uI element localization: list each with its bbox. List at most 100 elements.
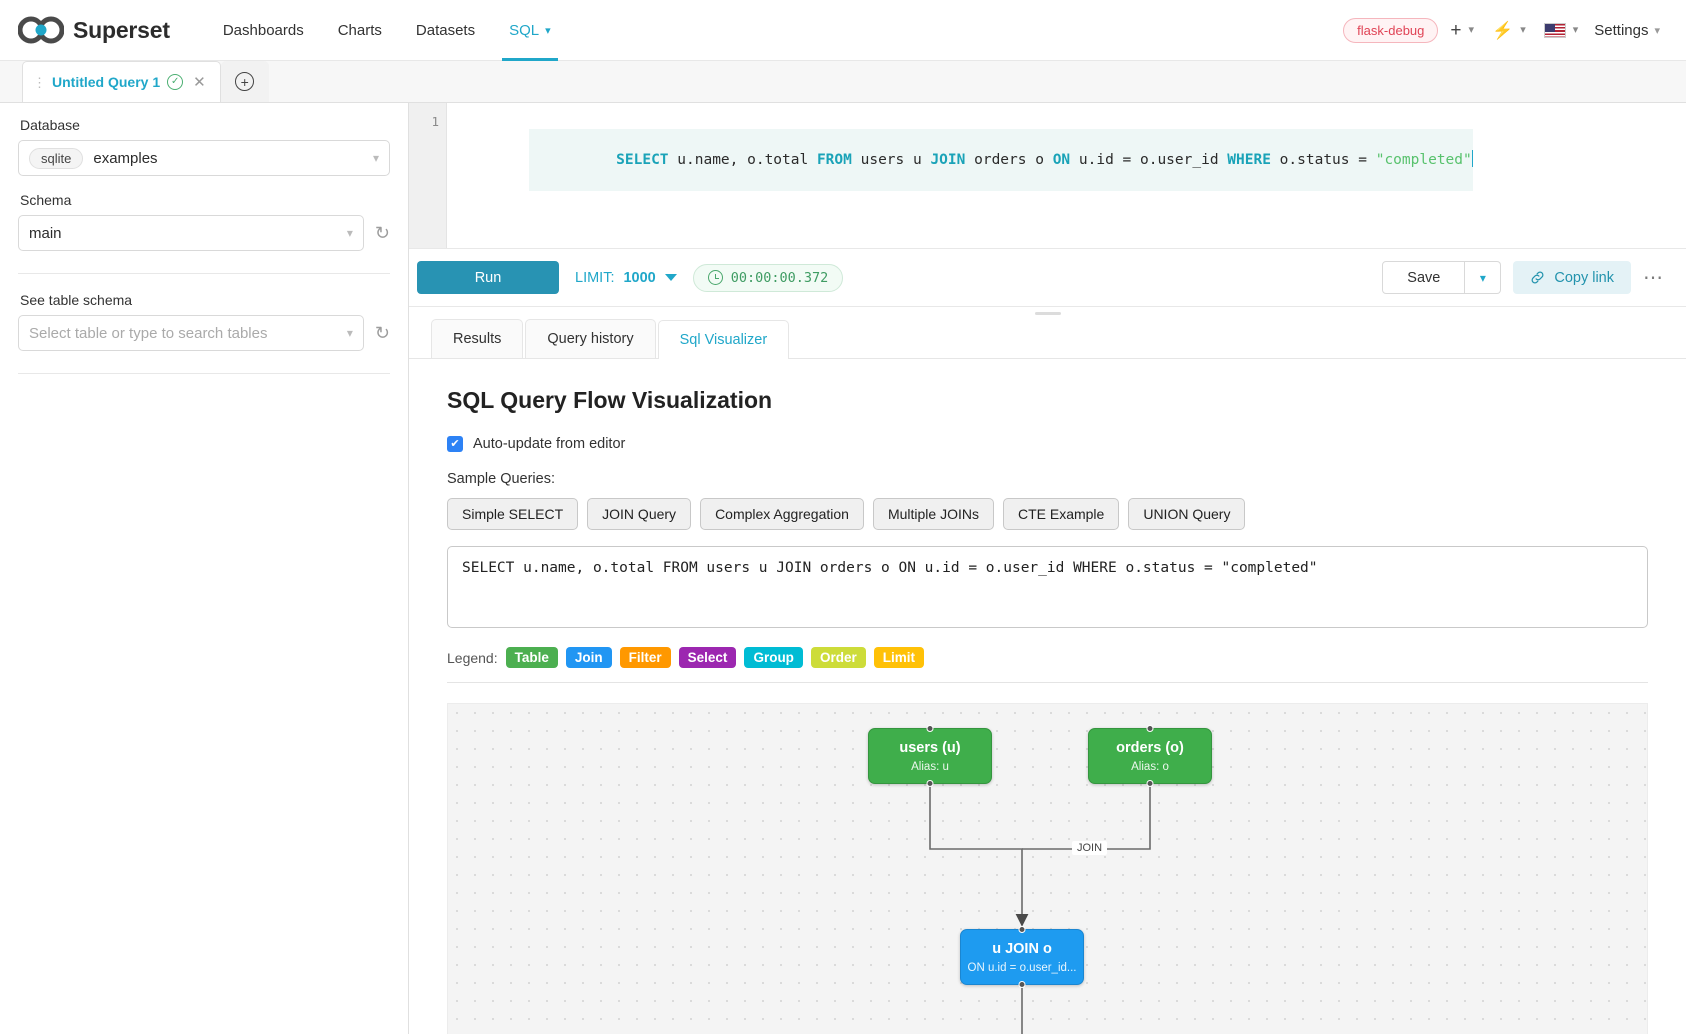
sample-queries-label: Sample Queries: — [447, 471, 555, 487]
sample-button-union-query[interactable]: UNION Query — [1128, 498, 1246, 530]
token-orders: orders o — [965, 152, 1053, 168]
sql-editor[interactable]: 1 SELECT u.name, o.total FROM users u JO… — [409, 103, 1686, 249]
refresh-tables-icon[interactable]: ↻ — [374, 323, 390, 343]
panel-divider — [18, 273, 390, 274]
check-circle-icon: ✓ — [167, 74, 184, 90]
drag-grip-icon[interactable]: ⋮ — [33, 74, 46, 90]
token-join: JOIN — [930, 152, 966, 168]
toolbar-right-group: Save ▾ Copy link ⋯ — [1382, 261, 1664, 294]
tab-query-history[interactable]: Query history — [525, 319, 656, 358]
token-select: SELECT — [616, 152, 669, 168]
nav-links: Dashboards Charts Datasets SQL ▾ — [206, 0, 568, 61]
nav-link-sql[interactable]: SQL ▾ — [492, 0, 568, 61]
node-subtitle: ON u.id = o.user_id... — [967, 961, 1077, 974]
table-select[interactable]: Select table or type to search tables ▾ — [18, 315, 364, 351]
brand-logo-group[interactable]: Superset — [18, 16, 170, 44]
sample-button-multiple-joins[interactable]: Multiple JOINs — [872, 498, 994, 530]
database-value: examples — [93, 149, 158, 167]
workspace: Database sqlite examples ▾ Schema main ▾… — [0, 103, 1686, 1034]
close-icon[interactable]: ✕ — [193, 74, 206, 91]
database-label: Database — [20, 117, 80, 133]
schema-row: main ▾ ↻ — [18, 215, 390, 251]
plus-circle-icon: + — [235, 72, 255, 91]
see-table-schema-label: See table schema — [20, 292, 133, 308]
pane-resize-handle[interactable] — [409, 307, 1686, 319]
nav-link-dashboards-label: Dashboards — [222, 21, 304, 39]
sql-visualizer-pane: SQL Query Flow Visualization ✔ Auto-upda… — [409, 359, 1686, 1034]
legend: Legend: Table Join Filter Select Group O… — [447, 647, 1648, 668]
plus-icon: + — [1450, 19, 1462, 41]
flow-node-users[interactable]: users (u) Alias: u — [868, 725, 992, 787]
query-timer: 00:00:00.372 — [692, 263, 844, 292]
edge-label-join: JOIN — [1072, 841, 1108, 855]
bolt-menu-button[interactable]: ⚡ ▾ — [1486, 16, 1532, 45]
nav-link-dashboards[interactable]: Dashboards — [206, 0, 321, 61]
new-item-button[interactable]: + ▾ — [1444, 15, 1480, 46]
token-wherecond: o.status = — [1270, 152, 1376, 168]
save-dropdown-button[interactable]: ▾ — [1465, 261, 1502, 294]
token-columns: u.name, o.total — [668, 152, 817, 168]
flow-edges — [929, 784, 1151, 1034]
nav-link-datasets[interactable]: Datasets — [399, 0, 492, 61]
sample-button-simple-select[interactable]: Simple SELECT — [447, 498, 579, 530]
node-title: u JOIN o — [992, 940, 1052, 957]
flow-node-join[interactable]: u JOIN o ON u.id = o.user_id... — [960, 926, 1084, 988]
bolt-icon: ⚡ — [1492, 20, 1514, 40]
editor-gutter: 1 — [409, 103, 447, 248]
schema-select[interactable]: main ▾ — [18, 215, 364, 251]
nav-right-group: flask-debug + ▾ ⚡ ▾ ▾ Settings ▾ — [1343, 15, 1664, 46]
tab-sql-visualizer[interactable]: Sql Visualizer — [657, 320, 790, 359]
node-subtitle: Alias: u — [911, 760, 949, 773]
node-subtitle: Alias: o — [1131, 760, 1169, 773]
node-port-top — [1018, 926, 1026, 933]
visualizer-query-input[interactable] — [447, 546, 1648, 628]
chevron-down-icon: ▾ — [346, 226, 353, 240]
legend-chip-limit: Limit — [873, 647, 924, 668]
legend-chip-filter: Filter — [619, 647, 671, 668]
superset-logo-icon — [18, 16, 64, 44]
legend-chip-group: Group — [744, 647, 803, 668]
limit-dropdown[interactable]: LIMIT: 1000 — [575, 270, 677, 286]
brand-name: Superset — [73, 16, 170, 43]
sample-button-cte-example[interactable]: CTE Example — [1002, 498, 1120, 530]
settings-menu[interactable]: Settings ▾ — [1590, 22, 1664, 39]
database-select[interactable]: sqlite examples ▾ — [18, 140, 390, 176]
clock-icon — [707, 270, 723, 285]
chevron-down-icon: ▾ — [346, 326, 353, 340]
sample-button-complex-aggregation[interactable]: Complex Aggregation — [700, 498, 864, 530]
nav-link-charts-label: Charts — [337, 21, 382, 39]
panel-divider-2 — [18, 373, 390, 374]
add-query-tab-button[interactable]: + — [220, 61, 269, 102]
sample-queries-row: Simple SELECT JOIN Query Complex Aggrega… — [447, 498, 1648, 530]
schema-value: main — [29, 224, 62, 242]
nav-link-charts[interactable]: Charts — [321, 0, 399, 61]
settings-label: Settings — [1594, 21, 1649, 39]
run-button[interactable]: Run — [417, 261, 559, 294]
node-port-bottom — [926, 780, 934, 787]
legend-chip-join: Join — [565, 647, 612, 668]
flow-node-orders[interactable]: orders (o) Alias: o — [1088, 725, 1212, 787]
editor-toolbar: Run LIMIT: 1000 00:00:00.372 Save ▾ — [409, 249, 1686, 307]
node-port-top — [926, 725, 934, 732]
token-where: WHERE — [1227, 152, 1271, 168]
chevron-down-icon: ▾ — [1654, 24, 1660, 37]
editor-line-number: 1 — [431, 114, 439, 129]
editor-code-area[interactable]: SELECT u.name, o.total FROM users u JOIN… — [447, 103, 1686, 248]
more-options-icon[interactable]: ⋯ — [1643, 266, 1664, 289]
token-string: "completed" — [1375, 152, 1472, 168]
language-selector[interactable]: ▾ — [1538, 17, 1585, 44]
auto-update-row: ✔ Auto-update from editor — [447, 436, 1648, 452]
limit-label: LIMIT: — [575, 269, 615, 286]
auto-update-checkbox[interactable]: ✔ — [447, 436, 463, 452]
us-flag-icon — [1543, 22, 1566, 38]
page-title: SQL Query Flow Visualization — [447, 387, 773, 413]
sample-button-join-query[interactable]: JOIN Query — [587, 498, 692, 530]
copy-link-button[interactable]: Copy link — [1513, 261, 1631, 294]
nav-link-datasets-label: Datasets — [415, 21, 476, 39]
legend-chip-select: Select — [678, 647, 737, 668]
flow-canvas[interactable]: users (u) Alias: u orders (o) Alias: o u… — [447, 703, 1648, 1034]
tab-results[interactable]: Results — [431, 319, 524, 358]
save-button[interactable]: Save — [1382, 261, 1466, 294]
query-tab-untitled-query-1[interactable]: ⋮ Untitled Query 1 ✓ ✕ — [22, 61, 221, 102]
refresh-schema-icon[interactable]: ↻ — [374, 223, 390, 243]
